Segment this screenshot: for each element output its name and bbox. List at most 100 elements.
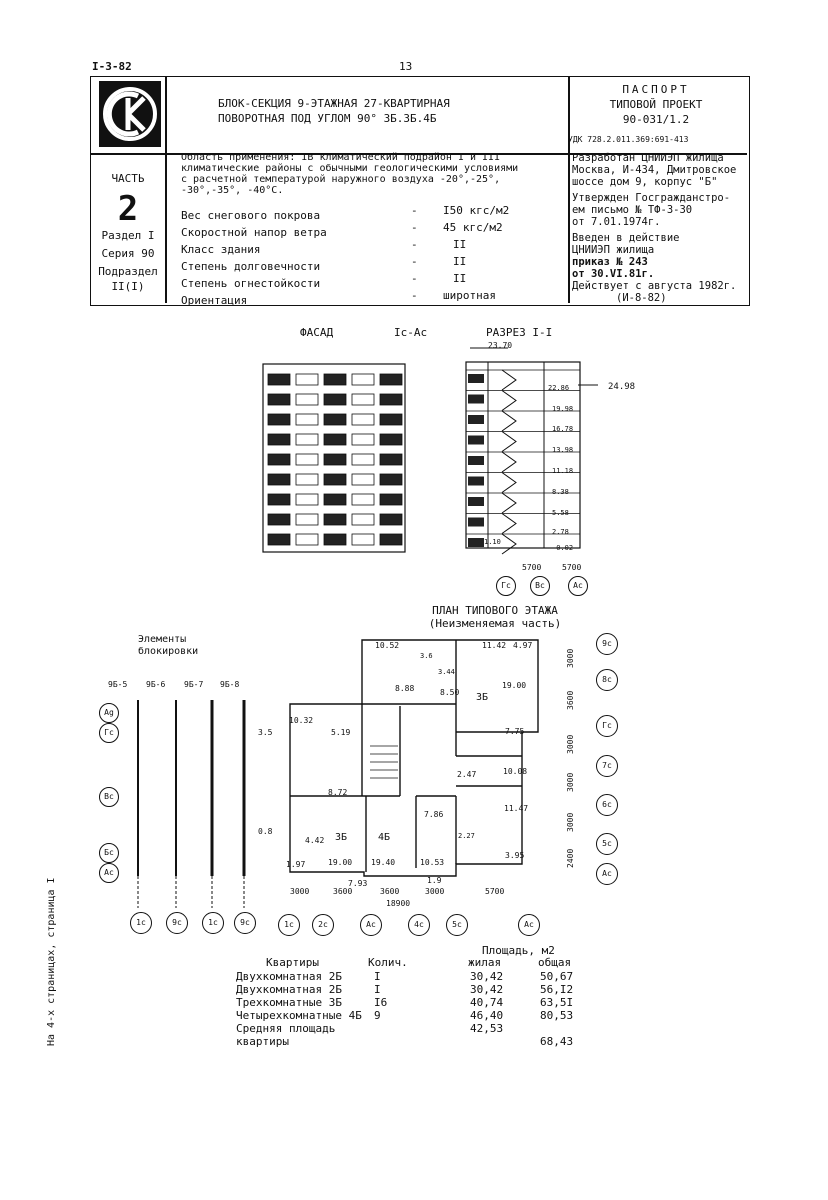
subsection-number: II(I): [111, 280, 145, 293]
blocking-name: 9Б-8: [220, 680, 240, 689]
facade-window: [351, 513, 375, 526]
facade-window: [351, 433, 375, 446]
plan-bottom-dim: 3600: [380, 887, 400, 896]
facade-window: [323, 453, 347, 466]
stair-flight: [501, 533, 517, 555]
stair-flight: [501, 513, 517, 534]
apartment-living: 40,74: [470, 996, 504, 1009]
section-line: Раздел I: [101, 229, 155, 242]
section-dim: 5700: [522, 563, 542, 572]
udk-code: УДК 728.2.011.369:691-413: [568, 135, 689, 144]
facade-window: [267, 533, 291, 546]
room-area: 2.47: [457, 770, 477, 779]
section-mark: 11.18: [552, 467, 574, 475]
plan-axis-bottom: Ас: [518, 914, 540, 936]
facade-label: ФАСАД: [300, 326, 334, 339]
blocking-axis-left: Бс: [99, 843, 119, 863]
facade-window: [379, 433, 403, 446]
plan-axis-right: 7с: [596, 755, 618, 777]
plan-side-dim: 3000: [566, 812, 575, 832]
section-mark: 19.98: [552, 405, 574, 413]
apartment-count: I: [374, 970, 381, 983]
facade-window: [295, 493, 319, 506]
facade-window: [267, 373, 291, 386]
apartment-name: Двухкомнатная 2Б: [236, 983, 342, 996]
room-area: 3.95: [505, 851, 525, 860]
stair-flight: [501, 431, 517, 452]
blocking-name: 9Б-7: [184, 680, 204, 689]
section-axis: Гс: [496, 576, 516, 596]
plan-axis-bottom: 1с: [278, 914, 300, 936]
plan-axis-bottom: 2с: [312, 914, 334, 936]
room-area: 8.50: [440, 688, 460, 697]
floor-plan-drawing: [289, 639, 539, 877]
developer-info: Разработан ЦНИИЭП жилища Москва, И-434, …: [572, 152, 737, 304]
room-area: 1.97: [286, 860, 306, 869]
apartment-total: 50,67: [540, 970, 574, 983]
living-header: жилая: [468, 956, 502, 969]
spec-row: Класс здания - II: [181, 238, 467, 256]
section-mark: 1.10: [484, 538, 501, 546]
apartment-living: 46,40: [470, 1009, 504, 1022]
spec-row: Степень огнестойкости - II: [181, 272, 467, 290]
plan-axis-right: Гс: [596, 715, 618, 737]
room-area: 10.52: [375, 641, 400, 650]
blocking-axis-left: Ас: [99, 863, 119, 883]
name-header: Квартиры: [266, 956, 319, 969]
section-window: [468, 435, 484, 445]
apartment-row: Двухкомнатная 2Б I 30,42 50,67: [236, 970, 596, 983]
area-header: Площадь, м2: [482, 944, 555, 957]
section-mark-roof: 24.98: [608, 382, 636, 392]
apartment-name: Двухкомнатная 2Б: [236, 970, 342, 983]
part-label: ЧАСТЬ: [111, 172, 145, 185]
apartment-total: 63,5I: [540, 996, 574, 1009]
passport-title: ПАСПОРТ: [622, 83, 690, 96]
blocking-axis-bottom: 1с: [130, 912, 152, 934]
facade-window: [379, 533, 403, 546]
room-area: 11.47: [504, 804, 529, 813]
apartment-living: 30,42: [470, 970, 504, 983]
blocking-axis-left: Гс: [99, 723, 119, 743]
facade-window: [323, 493, 347, 506]
section-mark: 22.86: [548, 384, 570, 392]
plan-side-dim: 3600: [566, 690, 575, 710]
apartment-living: 42,53: [470, 1022, 504, 1035]
room-area: 19.00: [328, 858, 353, 867]
blocking-name: 9Б-6: [146, 680, 166, 689]
facade-window: [295, 473, 319, 486]
plan-bottom-dim: 3600: [333, 887, 353, 896]
apartment-type: 3Б: [335, 832, 348, 843]
apartment-total: 56,I2: [540, 983, 574, 996]
facade-window: [267, 473, 291, 486]
room-area: 5.19: [331, 728, 351, 737]
room-area: 8.88: [395, 684, 415, 693]
section-window: [468, 538, 484, 547]
title-line-1: БЛОК-СЕКЦИЯ 9-ЭТАЖНАЯ 27-КВАРТИРНАЯ: [218, 97, 450, 110]
blocking-axis-left: Вс: [99, 787, 119, 807]
plan-total-dim: 18900: [386, 899, 411, 908]
facade-window: [267, 453, 291, 466]
facade-window: [295, 453, 319, 466]
room-area: 10.32: [289, 716, 314, 725]
room-area: 11.42: [482, 641, 507, 650]
blocking-axis-bottom: 9с: [234, 912, 256, 934]
section-drawing: [465, 347, 598, 555]
room-area: 7.75: [505, 727, 525, 736]
facade-window: [379, 413, 403, 426]
plan-title-block: ПЛАН ТИПОВОГО ЭТАЖА (Неизменяемая часть): [400, 604, 590, 630]
facade-window: [351, 393, 375, 406]
part-block: ЧАСТЬ 2 Раздел I Серия 90 Подраздел II(I…: [92, 172, 164, 293]
room-area: 7.86: [424, 810, 444, 819]
plan-bottom-dim: 3000: [425, 887, 445, 896]
doc-code: I-3-82: [92, 60, 132, 73]
room-area: 1.9: [427, 876, 442, 885]
section-mark: 5.58: [552, 509, 569, 517]
apartment-name: квартиры: [236, 1035, 289, 1048]
facade-window: [379, 453, 403, 466]
section-window: [468, 517, 484, 527]
section-label: РАЗРЕЗ I-I: [486, 326, 553, 339]
section-axis: Ас: [568, 576, 588, 596]
facade-axes-label: Iс-Ас: [394, 326, 428, 339]
